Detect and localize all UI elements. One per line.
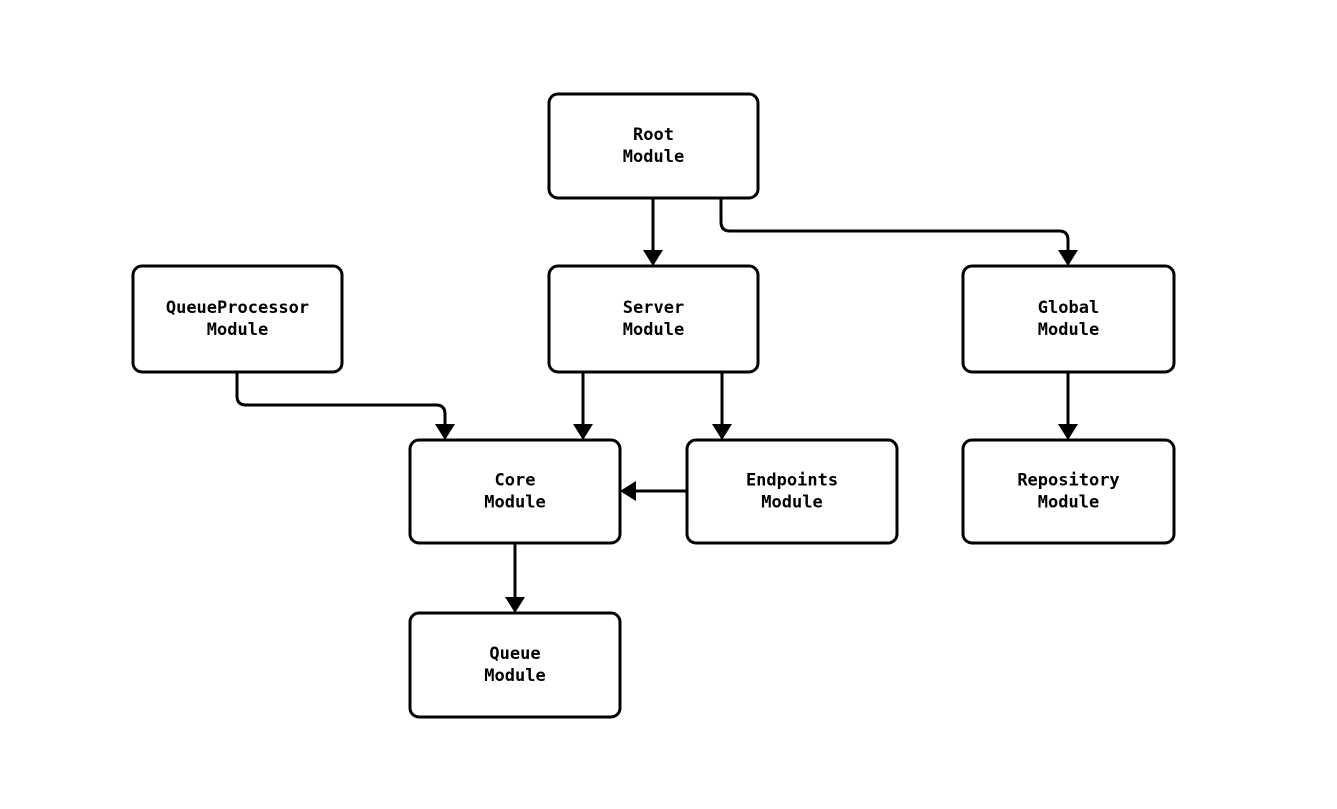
endpoints-module-label-line1: Endpoints xyxy=(746,471,838,491)
repository-module-label-line1: Repository xyxy=(1017,471,1119,491)
queue-module-label-line1: Queue xyxy=(489,644,540,664)
edge-queueprocessor-to-core-line xyxy=(235,372,447,424)
queueprocessor-module-label-line1: QueueProcessor xyxy=(166,298,309,318)
edge-server-to-core-arrowhead-icon xyxy=(573,424,593,440)
edge-queueprocessor-to-core xyxy=(235,372,455,440)
core-module-label-line2: Module xyxy=(484,493,545,513)
global-module-box[interactable] xyxy=(961,264,1176,374)
core-module-label-line1: Core xyxy=(495,471,536,491)
edge-queueprocessor-to-core-arrowhead-icon xyxy=(435,424,455,440)
repository-module-box[interactable] xyxy=(961,438,1176,545)
edge-root-to-global-arrowhead-icon xyxy=(1058,250,1078,266)
global-module-label-line2: Module xyxy=(1038,320,1099,340)
endpoints-module-box[interactable] xyxy=(685,438,899,545)
queueprocessor-module-box[interactable] xyxy=(131,264,344,374)
endpoints-module-label-line2: Module xyxy=(761,493,822,513)
core-module-box[interactable] xyxy=(408,438,622,545)
edge-root-to-global-line xyxy=(719,198,1070,250)
edge-root-to-server xyxy=(643,198,663,266)
repository-module-label-line2: Module xyxy=(1038,493,1099,513)
edge-endpoints-to-core xyxy=(620,481,687,501)
edge-core-to-queue xyxy=(505,543,525,613)
edge-server-to-core xyxy=(573,372,593,440)
root-module-label-line2: Module xyxy=(623,147,684,167)
server-module-label-line2: Module xyxy=(623,320,684,340)
edge-core-to-queue-arrowhead-icon xyxy=(505,597,525,613)
root-module-label-line1: Root xyxy=(633,125,674,145)
edge-global-to-repository xyxy=(1058,372,1078,440)
edge-endpoints-to-core-arrowhead-icon xyxy=(620,481,636,501)
queue-module-box[interactable] xyxy=(408,611,622,719)
queueprocessor-module-label-line2: Module xyxy=(207,320,268,340)
server-module-box[interactable] xyxy=(547,264,760,374)
edge-global-to-repository-arrowhead-icon xyxy=(1058,424,1078,440)
global-module-label-line1: Global xyxy=(1038,298,1099,318)
root-module-box[interactable] xyxy=(547,92,760,200)
edge-root-to-global xyxy=(719,198,1078,266)
edge-root-to-server-arrowhead-icon xyxy=(643,250,663,266)
queue-module-label-line2: Module xyxy=(484,666,545,686)
edges-layer xyxy=(235,198,1078,613)
edge-server-to-endpoints-arrowhead-icon xyxy=(712,424,732,440)
edge-server-to-endpoints xyxy=(712,372,732,440)
server-module-label-line1: Server xyxy=(623,298,684,318)
